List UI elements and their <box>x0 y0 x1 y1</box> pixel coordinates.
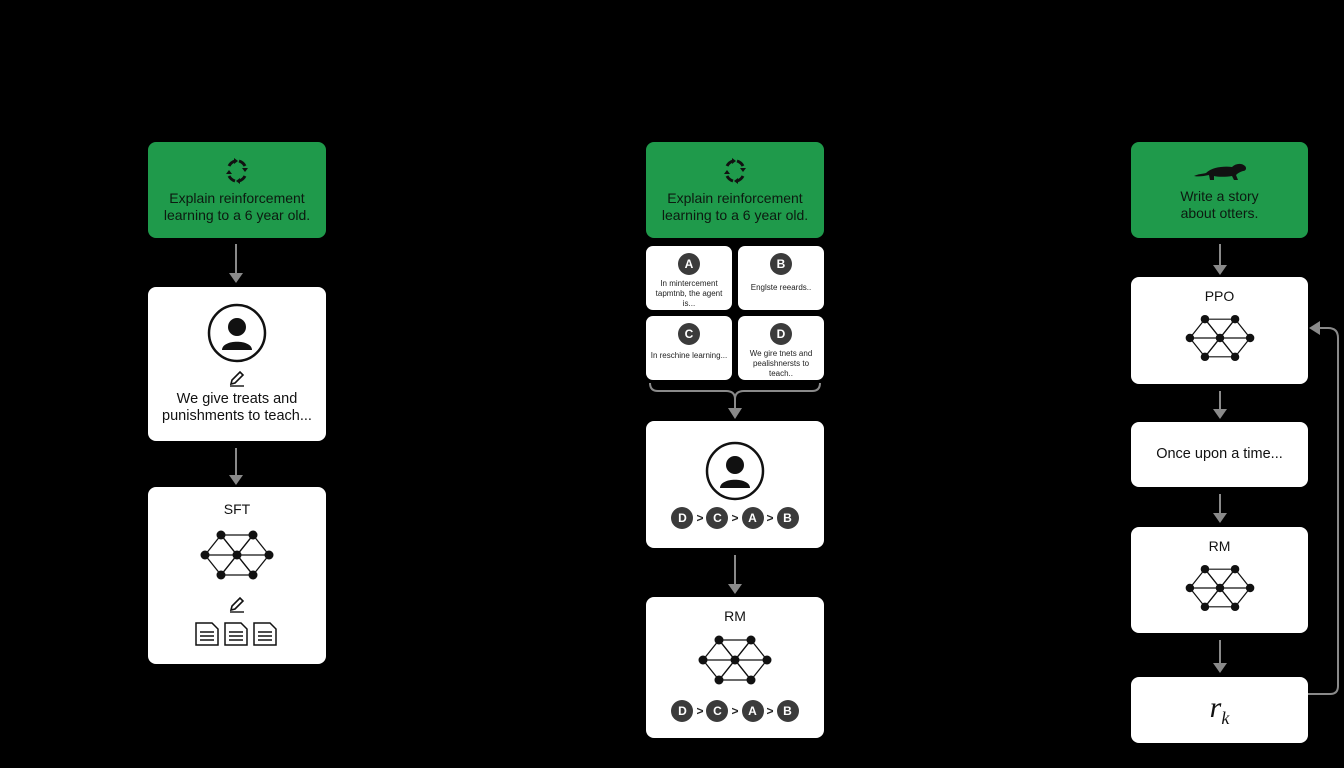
step2-prompt-box: Explain reinforcement learning to a 6 ye… <box>646 142 824 238</box>
rm-rank-gt: > <box>766 704 774 718</box>
output-badge-b: B <box>770 253 792 275</box>
reward-subscript: k <box>1221 708 1230 728</box>
output-card-d: D We gire tnets and pealishnersts to tea… <box>738 316 824 380</box>
rm-label: RM <box>724 608 746 624</box>
rank-gt: > <box>696 510 704 525</box>
otter-icon <box>1193 163 1246 180</box>
rm-rank-gt: > <box>731 704 739 718</box>
pencil-icon <box>229 370 245 387</box>
rank-gt: > <box>731 510 739 525</box>
step3-prompt-text: Write a story about otters. <box>1180 188 1259 221</box>
output-badge-c: C <box>678 323 700 345</box>
neural-network-icon <box>200 530 274 580</box>
step3-arrow-1 <box>1213 244 1227 275</box>
output-card-c: C In reschine learning... <box>646 316 732 380</box>
step3-arrow-3 <box>1213 494 1227 523</box>
output-text-a: In mintercement tapmtnb, the agent is... <box>655 279 723 308</box>
rm-rank-badge-a: A <box>741 700 764 722</box>
rank-gt: > <box>766 510 774 525</box>
step3-prompt-box: Write a story about otters. <box>1131 142 1308 238</box>
step1-prompt-text: Explain reinforcement learning to a 6 ye… <box>163 190 311 223</box>
output-text-d: We gire tnets and pealishnersts to teach… <box>749 349 813 378</box>
step2-rm-box: RM D > C > A > B <box>646 597 824 738</box>
step2-prompt-text: Explain reinforcement learning to a 6 ye… <box>661 190 809 223</box>
step3-reward-box: rk <box>1131 677 1308 743</box>
step2-labeler-box: D > C > A > B <box>646 421 824 548</box>
step1-demonstration-text: We give treats and punishments to teach.… <box>162 391 312 424</box>
reward-symbol: rk <box>1210 691 1230 729</box>
output-text-b: Englste reeards.. <box>750 283 812 292</box>
step3-output-text: Once upon a time... <box>1156 446 1283 462</box>
output-badge-a: A <box>678 253 700 275</box>
rank-badge-c: C <box>706 506 729 529</box>
neural-network-icon <box>1185 314 1254 362</box>
reward-r: r <box>1209 691 1222 724</box>
documents-icon <box>195 622 277 646</box>
rank-badge-a: A <box>741 506 764 529</box>
output-card-b: B Englste reeards.. <box>738 246 824 310</box>
step3-rm-label: RM <box>1208 538 1231 554</box>
step1-demonstration-box: We give treats and punishments to teach.… <box>148 287 326 441</box>
person-icon <box>207 303 267 363</box>
pencil-icon <box>229 596 245 613</box>
step3-rm-box: RM <box>1131 527 1308 633</box>
step1-arrow-1 <box>229 244 243 283</box>
output-text-c: In reschine learning... <box>650 351 728 360</box>
rm-rank-badge-d: D <box>671 700 694 722</box>
step1-sft-model-box: SFT <box>148 487 326 664</box>
output-card-a: A In mintercement tapmtnb, the agent is.… <box>646 246 732 310</box>
step3-arrow-2 <box>1213 391 1227 419</box>
labeler-ranking: D > C > A > B <box>671 506 799 529</box>
rm-ranking: D > C > A > B <box>671 700 799 722</box>
feedback-loop-arrow <box>1308 321 1339 695</box>
step2-arrow <box>728 555 742 594</box>
step1-prompt-box: Explain reinforcement learning to a 6 ye… <box>148 142 326 238</box>
step1-arrow-2 <box>229 448 243 485</box>
person-icon <box>705 441 765 500</box>
neural-network-icon <box>1185 564 1254 612</box>
rank-badge-d: D <box>671 506 694 529</box>
rm-rank-gt: > <box>696 704 704 718</box>
sft-label: SFT <box>223 501 251 517</box>
rank-badge-b: B <box>776 506 799 529</box>
neural-network-icon <box>698 635 772 685</box>
merge-brace <box>649 382 821 419</box>
output-badge-d: D <box>770 323 792 345</box>
rm-rank-badge-b: B <box>776 700 799 722</box>
cycle-icon <box>724 158 746 184</box>
step3-ppo-box: PPO <box>1131 277 1308 384</box>
step3-arrow-4 <box>1213 640 1227 673</box>
rm-rank-badge-c: C <box>706 700 729 722</box>
cycle-icon <box>226 158 248 184</box>
step3-output-box: Once upon a time... <box>1131 422 1308 487</box>
ppo-label: PPO <box>1204 288 1235 304</box>
